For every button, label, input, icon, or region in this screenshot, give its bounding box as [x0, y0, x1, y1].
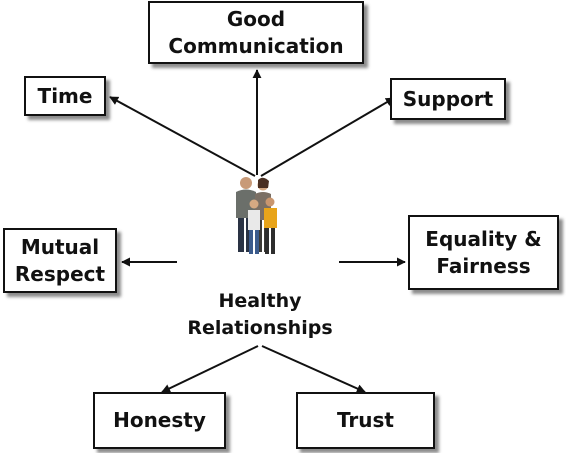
node-time: Time — [24, 76, 106, 116]
arrow-to-trust — [261, 345, 366, 393]
node-mutual-respect: Mutual Respect — [3, 228, 117, 293]
arrow-to-support — [260, 97, 395, 177]
arrow-to-time — [109, 96, 256, 177]
center-label: Healthy Relationships — [187, 290, 333, 339]
family-icon — [236, 177, 277, 254]
node-trust: Trust — [296, 392, 435, 449]
arrow-to-honesty — [161, 345, 259, 393]
node-equality-fairness: Equality & Fairness — [408, 215, 559, 290]
node-support: Support — [390, 78, 506, 120]
node-honesty: Honesty — [93, 392, 226, 449]
node-good-communication: Good Communication — [148, 1, 364, 64]
